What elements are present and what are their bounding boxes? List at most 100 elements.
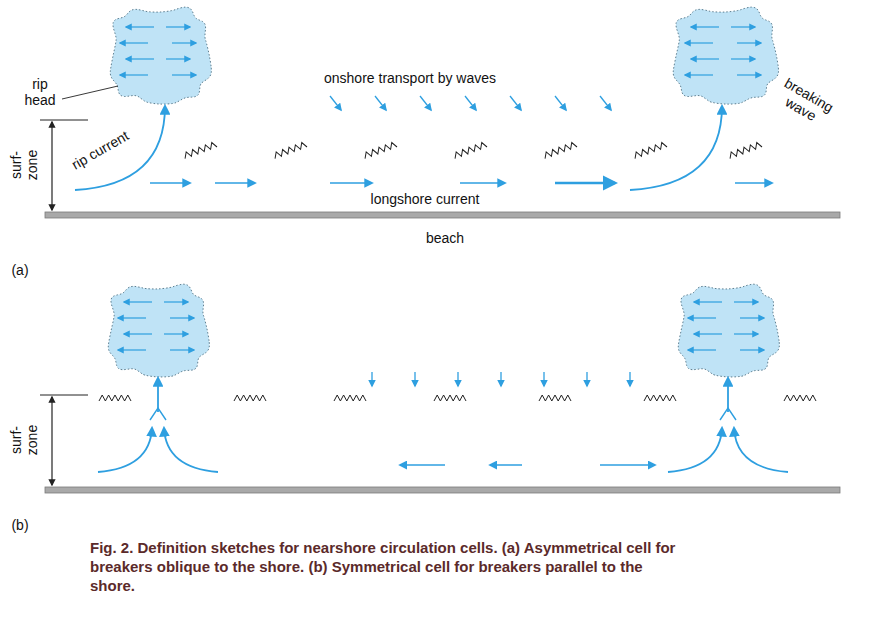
rip-head-arrow bbox=[124, 301, 152, 302]
rip-head-arrow bbox=[166, 26, 190, 27]
rip-head-arrow bbox=[734, 301, 758, 302]
onshore-arrow bbox=[371, 372, 372, 386]
onshore-arrow bbox=[586, 372, 587, 386]
onshore-arrow bbox=[543, 372, 544, 386]
surf-zone-label: surf- zone bbox=[8, 425, 40, 455]
rip-head-arrow bbox=[685, 42, 713, 43]
rip-head-arrow bbox=[126, 58, 154, 59]
longshore-arrow bbox=[330, 182, 372, 184]
rip-current-label: rip current bbox=[69, 127, 132, 172]
panel-label: (b) bbox=[11, 517, 28, 533]
breaking-wave-symbol bbox=[234, 395, 266, 401]
rip-current-arrow bbox=[727, 378, 729, 412]
rip-feeder-arrow bbox=[98, 428, 152, 472]
rip-head-arrow bbox=[740, 349, 764, 350]
figure-caption: Fig. 2. Definition sketches for nearshor… bbox=[90, 538, 690, 595]
rip-head-arrow bbox=[172, 74, 196, 75]
onshore-arrow bbox=[600, 96, 611, 110]
breaking-wave-symbol bbox=[434, 395, 466, 401]
rip-head-blob bbox=[108, 284, 209, 377]
rip-head-arrow bbox=[164, 301, 188, 302]
rip-head-arrow bbox=[166, 58, 190, 59]
rip-head-arrow bbox=[688, 317, 716, 318]
rip-head-arrow bbox=[124, 333, 152, 334]
rip-head-arrow bbox=[734, 333, 758, 334]
rip-head-arrow bbox=[731, 26, 755, 27]
rip-head-arrow bbox=[170, 349, 194, 350]
breaking-wave-symbol bbox=[633, 141, 667, 158]
onshore-arrow bbox=[629, 372, 630, 386]
rip-head-arrow bbox=[120, 42, 148, 43]
leader-line bbox=[62, 86, 118, 99]
rip-head-arrow bbox=[691, 26, 719, 27]
surf-zone-label: surf- zone bbox=[8, 150, 40, 180]
surf-zone-limit bbox=[40, 395, 88, 396]
rip-head-arrow bbox=[118, 349, 146, 350]
breaking-wave-symbol bbox=[183, 141, 217, 158]
breaking-wave-symbol bbox=[273, 141, 307, 158]
rip-head-arrow bbox=[120, 74, 148, 75]
rip-head-arrow bbox=[170, 317, 194, 318]
surf-zone-arrow bbox=[51, 397, 52, 485]
rip-feeder-arrow bbox=[734, 428, 788, 472]
rip-current-arrow bbox=[630, 106, 722, 190]
longshore-arrow bbox=[400, 464, 445, 466]
breaking-wave-symbol bbox=[728, 141, 762, 158]
longshore-arrow bbox=[735, 182, 772, 184]
breaking-wave-symbol bbox=[539, 395, 571, 401]
rip-head-blob bbox=[673, 7, 778, 104]
longshore-arrow bbox=[150, 182, 190, 184]
onshore-arrow bbox=[414, 372, 415, 386]
onshore-arrow bbox=[330, 96, 341, 110]
onshore-arrow bbox=[465, 96, 476, 110]
rip-head-arrow bbox=[694, 333, 722, 334]
rip-head-arrow bbox=[731, 58, 755, 59]
breaking-wave-symbol bbox=[644, 395, 676, 401]
rip-head-arrow bbox=[688, 349, 716, 350]
panel-label: (a) bbox=[11, 262, 28, 278]
breaking-wave-symbol bbox=[453, 141, 487, 158]
rip-head-arrow bbox=[694, 301, 722, 302]
beach-label: beach bbox=[426, 230, 464, 246]
longshore-arrow bbox=[490, 464, 522, 466]
longshore-arrow bbox=[600, 464, 655, 466]
rip-feeder-arrow bbox=[164, 428, 218, 472]
onshore-arrow bbox=[420, 96, 431, 110]
onshore-arrow bbox=[375, 96, 386, 110]
rip-head-label: rip head bbox=[24, 76, 55, 108]
surf-zone-arrow bbox=[51, 122, 52, 210]
rip-head-arrow bbox=[126, 26, 154, 27]
beach-line bbox=[45, 487, 840, 493]
rip-head-arrow bbox=[685, 74, 713, 75]
rip-head-arrow bbox=[164, 333, 188, 334]
longshore-arrow bbox=[555, 182, 615, 185]
rip-head-arrow bbox=[740, 317, 764, 318]
onshore-arrow bbox=[500, 372, 501, 386]
longshore-arrow bbox=[460, 182, 505, 184]
breaking-wave-symbol bbox=[99, 395, 131, 401]
longshore-arrow bbox=[215, 182, 255, 184]
rip-head-arrow bbox=[172, 42, 196, 43]
breaking-wave-symbol bbox=[363, 141, 397, 158]
onshore-arrow bbox=[457, 372, 458, 386]
rip-head-blob bbox=[110, 7, 211, 104]
rip-feeder-arrow bbox=[668, 428, 722, 472]
rip-head-arrow bbox=[691, 58, 719, 59]
onshore-arrow bbox=[555, 96, 566, 110]
beach-line bbox=[45, 212, 840, 218]
longshore-label: longshore current bbox=[371, 191, 480, 207]
breaking-wave-symbol bbox=[543, 141, 577, 158]
surf-zone-limit bbox=[40, 120, 88, 121]
breaking-wave-symbol bbox=[334, 395, 366, 401]
breaking-wave-symbol bbox=[784, 395, 816, 401]
onshore-arrow bbox=[510, 96, 521, 110]
onshore-label: onshore transport by waves bbox=[324, 70, 496, 86]
rip-current-arrow bbox=[157, 378, 159, 412]
rip-head-arrow bbox=[737, 42, 761, 43]
breaking-wave-label: breaking wave bbox=[774, 75, 837, 130]
rip-head-arrow bbox=[118, 317, 146, 318]
rip-head-blob bbox=[678, 284, 779, 377]
rip-head-arrow bbox=[737, 74, 761, 75]
